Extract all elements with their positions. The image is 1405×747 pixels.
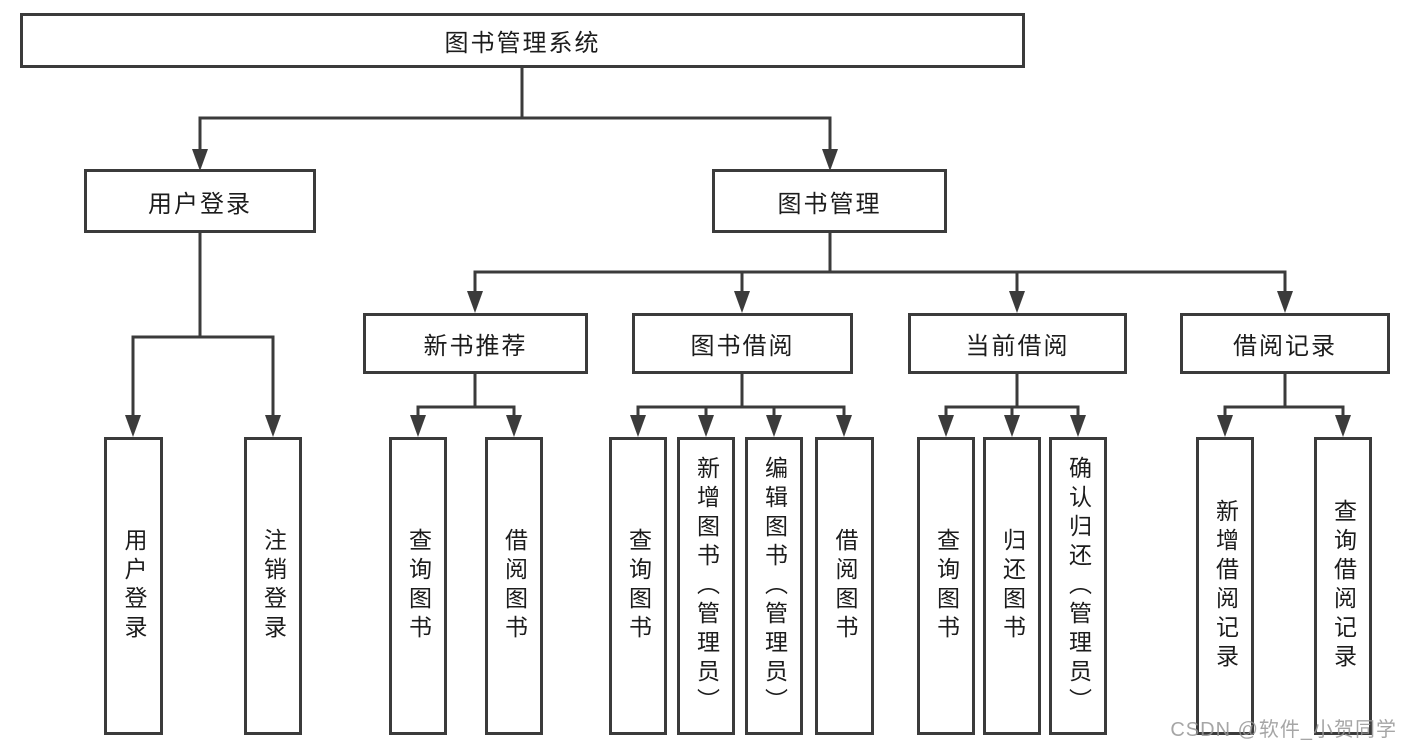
leaf-logout: 注销登录 xyxy=(244,437,302,735)
leaf-borrow-add-books-admin-label: 新增图书（管理员） xyxy=(693,455,720,717)
leaf-borrow-query-books-label: 查询图书 xyxy=(625,528,652,644)
node-user-login-label: 用户登录 xyxy=(148,190,252,218)
leaf-current-confirm-return-admin: 确认归还（管理员） xyxy=(1049,437,1107,735)
leaf-borrow-borrow-books: 借阅图书 xyxy=(815,437,874,735)
leaf-user-login-label: 用户登录 xyxy=(121,528,147,644)
node-book-management-label: 图书管理 xyxy=(777,190,882,218)
node-root: 图书管理系统 xyxy=(20,13,1025,68)
node-current-borrow-label: 当前借阅 xyxy=(965,333,1070,360)
leaf-newbook-query-books: 查询图书 xyxy=(389,437,447,735)
node-book-borrow-label: 图书借阅 xyxy=(690,333,795,360)
leaf-borrow-query-books: 查询图书 xyxy=(609,437,667,735)
csdn-watermark: CSDN @软件_小贺同学 xyxy=(1170,719,1397,741)
leaf-borrow-add-books-admin: 新增图书（管理员） xyxy=(677,437,735,735)
leaf-borrow-edit-books-admin-label: 编辑图书（管理员） xyxy=(761,455,788,717)
leaf-borrow-borrow-books-label: 借阅图书 xyxy=(832,528,858,644)
leaf-logout-label: 注销登录 xyxy=(260,528,287,644)
node-book-borrow: 图书借阅 xyxy=(632,313,853,374)
leaf-current-confirm-return-admin-label: 确认归还（管理员） xyxy=(1065,455,1092,717)
leaf-current-return-books-label: 归还图书 xyxy=(999,528,1026,644)
node-borrow-records: 借阅记录 xyxy=(1180,313,1390,374)
node-new-book-recommend: 新书推荐 xyxy=(363,313,588,374)
leaf-records-query-record: 查询借阅记录 xyxy=(1314,437,1372,735)
leaf-newbook-borrow-books-label: 借阅图书 xyxy=(501,528,528,644)
leaf-newbook-query-books-label: 查询图书 xyxy=(405,528,432,644)
leaf-borrow-edit-books-admin: 编辑图书（管理员） xyxy=(745,437,803,735)
node-borrow-records-label: 借阅记录 xyxy=(1233,333,1337,360)
leaf-user-login: 用户登录 xyxy=(104,437,163,735)
leaf-current-return-books: 归还图书 xyxy=(983,437,1041,735)
node-user-login: 用户登录 xyxy=(84,169,316,233)
node-new-book-recommend-label: 新书推荐 xyxy=(423,333,528,360)
leaf-records-query-record-label: 查询借阅记录 xyxy=(1330,499,1357,673)
node-root-label: 图书管理系统 xyxy=(444,30,601,57)
node-book-management: 图书管理 xyxy=(712,169,947,233)
leaf-current-query-books: 查询图书 xyxy=(917,437,975,735)
leaf-records-add-record: 新增借阅记录 xyxy=(1196,437,1254,735)
leaf-records-add-record-label: 新增借阅记录 xyxy=(1212,499,1239,673)
leaf-current-query-books-label: 查询图书 xyxy=(933,528,960,644)
node-current-borrow: 当前借阅 xyxy=(908,313,1127,374)
leaf-newbook-borrow-books: 借阅图书 xyxy=(485,437,543,735)
